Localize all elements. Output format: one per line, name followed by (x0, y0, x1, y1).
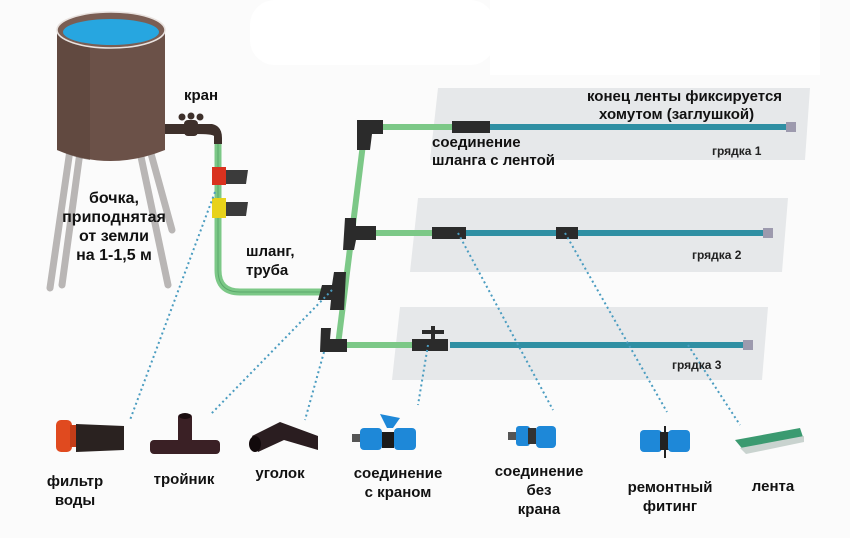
part-label-line: фильтр (46, 473, 104, 490)
part-label-tee: тройник (138, 470, 230, 489)
part-label-line: воды (54, 492, 96, 509)
part-label-line: ремонтный (627, 479, 713, 496)
part-label-connector: соединение без крана (480, 462, 598, 519)
elbow-fitting-bottom (320, 328, 347, 352)
elbow-fitting-icon (249, 422, 318, 452)
bed-label-2: грядка 2 (692, 248, 742, 262)
part-label-elbow: уголок (240, 464, 320, 483)
part-label-line: тройник (153, 471, 215, 488)
bed-label-3: грядка 3 (672, 358, 722, 372)
part-label-line: соединение (494, 463, 584, 480)
end-cap-1 (786, 122, 796, 132)
hose-tape-connector-1 (452, 121, 490, 133)
elbow-fitting-top (357, 120, 383, 150)
filter-red (212, 167, 248, 185)
barrel-label-line: бочка, (89, 190, 139, 207)
barrel-label: бочка, приподнятая от земли на 1-1,5 м (44, 189, 184, 265)
tap-label: кран (184, 87, 219, 104)
barrel-label-line: от земли (79, 228, 149, 245)
barrel-label-line: на 1-1,5 м (76, 247, 152, 264)
tape-end-label: конец ленты фиксируется хомутом (заглушк… (587, 88, 782, 124)
end-cap-3 (743, 340, 753, 350)
connector-icon (508, 426, 556, 448)
barrel-label-line: приподнятая (62, 209, 166, 226)
background-shape (250, 0, 495, 65)
valve-connector-icon (352, 414, 416, 450)
valve-connector-on-tape (412, 339, 448, 351)
tape-end-label-line: хомутом (заглушкой) (599, 106, 755, 123)
part-label-line: уголок (255, 465, 305, 482)
hose-label: шланг, труба (246, 242, 295, 280)
leader-lines (129, 191, 741, 426)
tee-fitting-middle (343, 218, 376, 250)
repair-fitting-on-tape (556, 227, 578, 239)
part-label-valve-connector: соединение с краном (336, 464, 460, 502)
repair-fitting-icon (640, 426, 690, 458)
barrel-icon (56, 11, 166, 161)
connection-label-line: соединение (432, 134, 521, 151)
hose-label-line: шланг, (246, 243, 295, 260)
water-filter-icon (56, 420, 124, 452)
part-label-line: лента (751, 478, 795, 495)
end-cap-2 (763, 228, 773, 238)
tee-fitting-icon (150, 413, 220, 454)
filter-yellow (212, 198, 248, 218)
part-label-line: соединение (353, 465, 443, 482)
part-label-line: фитинг (642, 498, 698, 515)
tape-end-label-line: конец ленты фиксируется (587, 88, 783, 105)
background-shape (490, 0, 820, 75)
bed-label-1: грядка 1 (712, 144, 762, 158)
part-label-line: крана (517, 501, 561, 518)
part-label-line: без (526, 482, 552, 499)
part-label-repair-fitting: ремонтный фитинг (612, 478, 728, 516)
valve-stem (431, 326, 435, 339)
hose-label-line: труба (246, 262, 289, 279)
drip-tape-icon (735, 428, 804, 454)
tap-icon (165, 112, 222, 144)
part-label-line: с краном (364, 484, 432, 501)
part-label-water-filter: фильтр воды (30, 472, 120, 510)
connection-label: соединение шланга с лентой (432, 134, 555, 170)
hose-tape-connector-2 (432, 227, 466, 239)
part-label-drip-tape: лента (738, 477, 808, 496)
connection-label-line: шланга с лентой (432, 152, 555, 169)
barrel-legs (46, 146, 176, 292)
